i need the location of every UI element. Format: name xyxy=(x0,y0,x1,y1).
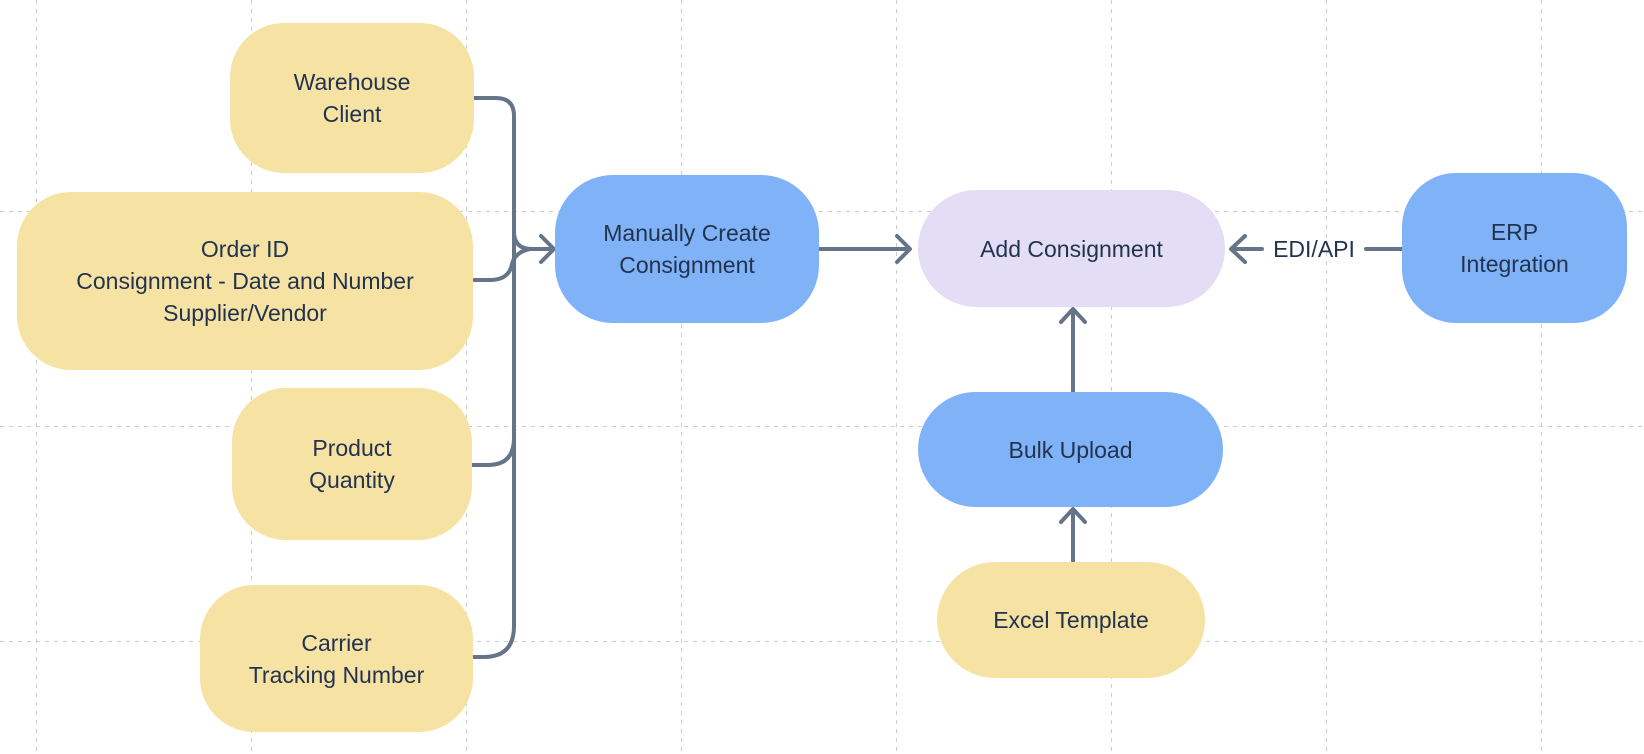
node-add-consignment[interactable]: Add Consignment xyxy=(918,190,1225,307)
arrowhead xyxy=(1059,307,1087,324)
node-product-quantity[interactable]: Product Quantity xyxy=(232,388,472,540)
node-label: Warehouse Client xyxy=(293,69,411,127)
node-label: Bulk Upload xyxy=(1008,436,1133,463)
node-bulk-upload[interactable]: Bulk Upload xyxy=(918,392,1223,507)
node-excel-template[interactable]: Excel Template xyxy=(937,562,1205,678)
edge-bulk-upload-to-add xyxy=(1059,307,1087,393)
edge-inputs-to-manually-create xyxy=(470,96,556,659)
node-carrier-tracking[interactable]: Carrier Tracking Number xyxy=(200,585,473,732)
node-label: Carrier Tracking Number xyxy=(248,629,425,688)
node-label: Add Consignment xyxy=(980,235,1163,262)
edge-manually-create-to-add xyxy=(817,234,912,264)
node-order-details[interactable]: Order ID Consignment - Date and Number S… xyxy=(17,192,473,370)
arrowhead xyxy=(539,234,556,264)
node-label: Manually Create Consignment xyxy=(603,220,771,278)
node-label: Order ID Consignment - Date and Number S… xyxy=(76,236,414,326)
node-label: ERP Integration xyxy=(1460,219,1569,277)
arrowhead xyxy=(1059,507,1087,524)
arrowhead xyxy=(1229,234,1247,264)
edge-label-edi-api: EDI/API xyxy=(1273,236,1355,262)
edge-excel-to-bulk-upload xyxy=(1059,507,1087,563)
node-erp-integration[interactable]: ERP Integration xyxy=(1402,173,1627,323)
node-manually-create-consignment[interactable]: Manually Create Consignment xyxy=(555,175,819,323)
edge-erp-to-add xyxy=(1229,234,1404,264)
node-label: Product Quantity xyxy=(309,435,395,493)
node-label: Excel Template xyxy=(993,607,1149,633)
arrowhead xyxy=(895,234,912,264)
node-warehouse-client[interactable]: Warehouse Client xyxy=(230,23,474,173)
